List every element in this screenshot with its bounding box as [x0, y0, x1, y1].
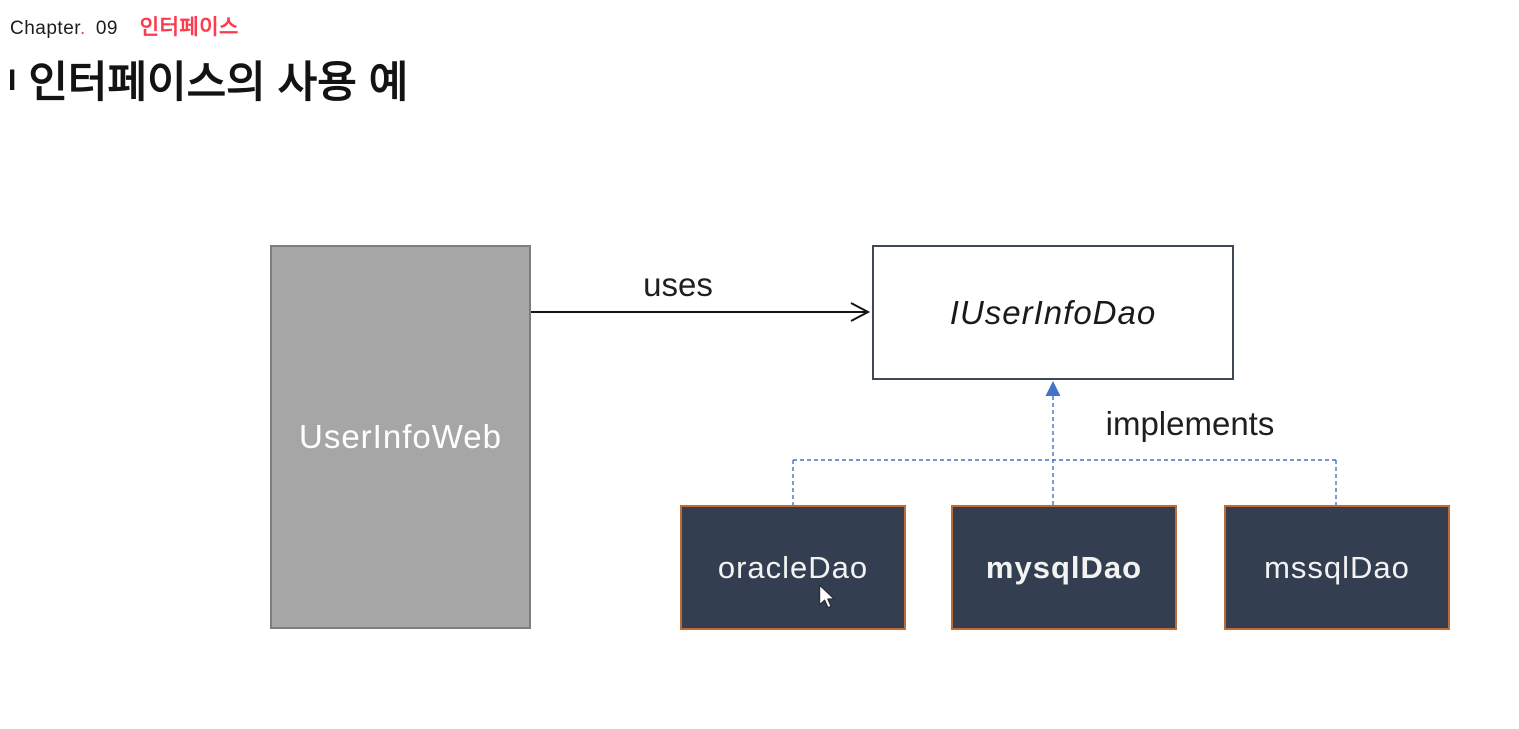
page-title: I 인터페이스의 사용 예	[8, 48, 408, 110]
class-box-oracledao: oracleDao	[680, 505, 906, 630]
chapter-dot: .	[80, 18, 86, 39]
class-box-mssqldao: mssqlDao	[1224, 505, 1450, 630]
class-label: oracleDao	[717, 549, 869, 585]
class-label: mysqlDao	[985, 549, 1143, 585]
class-box-mysqldao: mysqlDao	[951, 505, 1177, 630]
title-marker-bar: I	[8, 64, 17, 97]
page-title-text: 인터페이스의 사용 예	[28, 59, 409, 107]
chapter-label: Chapter	[10, 18, 81, 39]
implements-connector-icon	[792, 381, 1337, 505]
chapter-number: 09	[95, 18, 118, 39]
uses-arrow-icon	[531, 302, 871, 322]
chapter-topic: 인터페이스	[139, 16, 239, 39]
class-label: UserInfoWeb	[299, 418, 502, 455]
uses-label: uses	[643, 266, 713, 303]
interface-box-iuserinfodao: IUserInfoDao	[872, 245, 1234, 380]
implements-label: implements	[1105, 405, 1275, 442]
interface-label: IUserInfoDao	[949, 293, 1157, 331]
chapter-line: Chapter. 09 인터페이스	[10, 11, 239, 41]
mouse-pointer-icon	[818, 584, 836, 609]
class-box-userinfoweb: UserInfoWeb	[270, 245, 531, 629]
class-label: mssqlDao	[1264, 549, 1410, 585]
